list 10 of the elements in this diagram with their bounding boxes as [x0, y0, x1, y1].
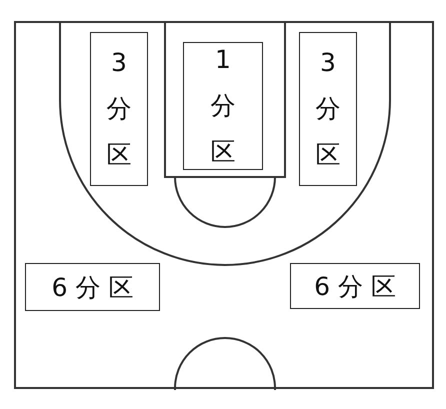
zone-label: 6 分 区 — [52, 272, 134, 304]
zone-box — [183, 42, 263, 170]
zone-label: 3分区 — [314, 47, 342, 171]
zone-label: 6 分 区 — [314, 270, 396, 302]
zone-box — [25, 263, 160, 311]
zone-box — [290, 263, 420, 309]
zone-label: 3分区 — [106, 47, 132, 171]
zone-box — [90, 32, 148, 186]
zone-box — [299, 32, 357, 186]
zone-label: 1分区 — [210, 44, 236, 168]
